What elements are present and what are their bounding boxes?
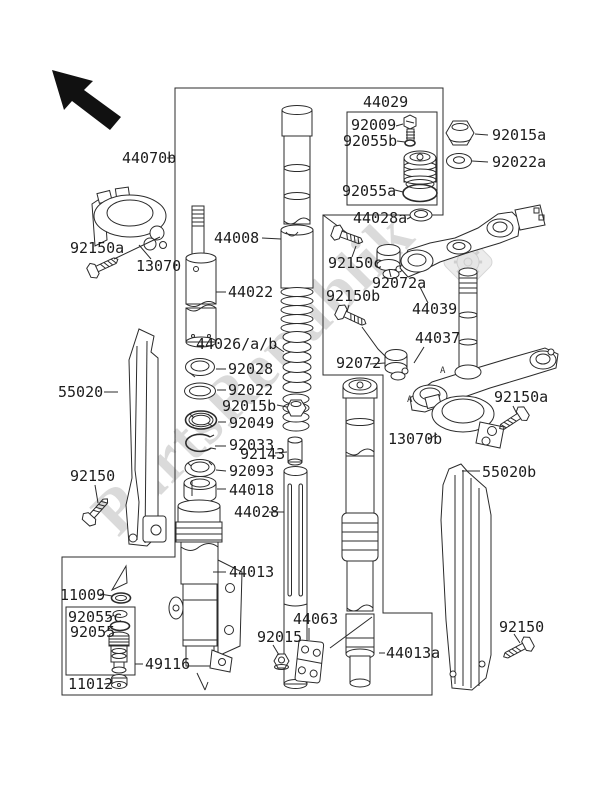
part-label-13070b: 13070b bbox=[388, 430, 442, 448]
drawing-92033-clip bbox=[186, 434, 216, 451]
drawing-92093-ring bbox=[185, 460, 215, 477]
drawing-92022-washer bbox=[185, 383, 216, 399]
drawing-44063-holder bbox=[295, 640, 324, 683]
drawing-44039-upper-clamp bbox=[400, 205, 545, 277]
part-label-44063: 44063 bbox=[293, 610, 338, 628]
part-label-92028: 92028 bbox=[228, 360, 273, 378]
valve-kit-box bbox=[66, 607, 135, 675]
part-label-92150b: 92150b bbox=[326, 287, 380, 305]
drawing-44022-damper-rod bbox=[186, 206, 216, 347]
drawing-92015a-nut bbox=[446, 121, 474, 145]
drawing-44028-cylinder-unit bbox=[284, 467, 307, 689]
part-labels: 44070b 92150a 13070 55020 92150 11009 92… bbox=[58, 93, 548, 693]
part-label-49116: 49116 bbox=[145, 655, 190, 673]
part-label-92150-right: 92150 bbox=[499, 618, 544, 636]
drawing-92055a-oring bbox=[403, 185, 437, 202]
drawing-92072a-holder bbox=[377, 245, 402, 279]
part-label-92015b: 92015b bbox=[222, 397, 276, 415]
part-label-44070b: 44070b bbox=[122, 149, 176, 167]
drawing-13070b-clamp bbox=[425, 394, 504, 448]
part-label-55020: 55020 bbox=[58, 383, 103, 401]
main-assembly-box bbox=[62, 88, 443, 695]
part-label-92072a: 92072a bbox=[372, 274, 426, 292]
drawing-92055b-oring bbox=[405, 140, 415, 146]
drawing-55020b-guard bbox=[441, 464, 491, 690]
part-label-44029: 44029 bbox=[363, 93, 408, 111]
drawing-92015-nut bbox=[274, 654, 289, 670]
part-label-92150a-left: 92150a bbox=[70, 239, 124, 257]
part-label-92143: 92143 bbox=[240, 445, 285, 463]
cap-kit-box bbox=[347, 112, 437, 205]
drawing-fork-cap bbox=[404, 151, 436, 189]
leader-lines bbox=[95, 124, 520, 684]
part-label-11012: 11012 bbox=[68, 675, 113, 693]
drawing-92009-screw bbox=[404, 115, 416, 142]
part-label-92015a: 92015a bbox=[492, 126, 546, 144]
part-label-44039: 44039 bbox=[412, 300, 457, 318]
part-label-44028a: 44028a bbox=[353, 209, 407, 227]
drawing-44013a-outer-tube bbox=[342, 378, 378, 687]
clamp-mark-a1: A bbox=[440, 366, 446, 376]
part-label-44026ab: 44026/a/b bbox=[196, 335, 277, 353]
part-label-92015: 92015 bbox=[257, 628, 302, 646]
drawing-44028a-ring bbox=[410, 209, 432, 221]
part-label-44013: 44013 bbox=[229, 563, 274, 581]
part-label-92150a-right: 92150a bbox=[494, 388, 548, 406]
part-label-11009: 11009 bbox=[60, 586, 105, 604]
part-label-92055: 92055 bbox=[70, 623, 115, 641]
drawing-44018-bushing bbox=[184, 477, 216, 503]
part-label-44022: 44022 bbox=[228, 283, 273, 301]
drawing-49116-valve-kit bbox=[109, 566, 131, 689]
part-label-44037: 44037 bbox=[415, 329, 460, 347]
drawing-44008-fork-tube bbox=[281, 106, 313, 333]
part-label-92009: 92009 bbox=[351, 116, 396, 134]
clamp-mark-a2: A bbox=[407, 395, 413, 405]
part-label-55020b: 55020b bbox=[482, 463, 536, 481]
drawing-92049-seal bbox=[186, 411, 217, 429]
part-label-92049: 92049 bbox=[229, 414, 274, 432]
drawing-92143-collar bbox=[288, 437, 302, 465]
part-label-44013a: 44013a bbox=[386, 644, 440, 662]
part-label-44008: 44008 bbox=[214, 229, 259, 247]
part-label-44018: 44018 bbox=[229, 481, 274, 499]
drawing-13070-clamp bbox=[92, 187, 167, 250]
direction-arrow-icon bbox=[52, 70, 121, 130]
part-label-92022: 92022 bbox=[228, 381, 273, 399]
part-label-44028: 44028 bbox=[234, 503, 279, 521]
part-label-13070: 13070 bbox=[136, 257, 181, 275]
drawing-92022a-washer bbox=[447, 154, 472, 169]
part-label-92072: 92072 bbox=[336, 354, 381, 372]
part-label-92093: 92093 bbox=[229, 462, 274, 480]
drawing-55020-guard bbox=[126, 329, 166, 546]
drawing-44013-inner-pipe bbox=[169, 500, 242, 690]
part-label-92150-left: 92150 bbox=[70, 467, 115, 485]
part-label-92055c: 92055c bbox=[68, 608, 122, 626]
drawing-92028-ring bbox=[186, 359, 215, 378]
assembly-boxes bbox=[62, 88, 443, 695]
drawing-44026-spring bbox=[283, 332, 311, 432]
part-label-92055a: 92055a bbox=[342, 182, 396, 200]
part-label-92055b: 92055b bbox=[343, 132, 397, 150]
drawing-92015b-nut bbox=[287, 400, 306, 416]
drawing-92072-holder bbox=[385, 350, 408, 381]
part-label-92033: 92033 bbox=[229, 436, 274, 454]
part-label-92150c: 92150c bbox=[328, 254, 382, 272]
part-label-92022a: 92022a bbox=[492, 153, 546, 171]
